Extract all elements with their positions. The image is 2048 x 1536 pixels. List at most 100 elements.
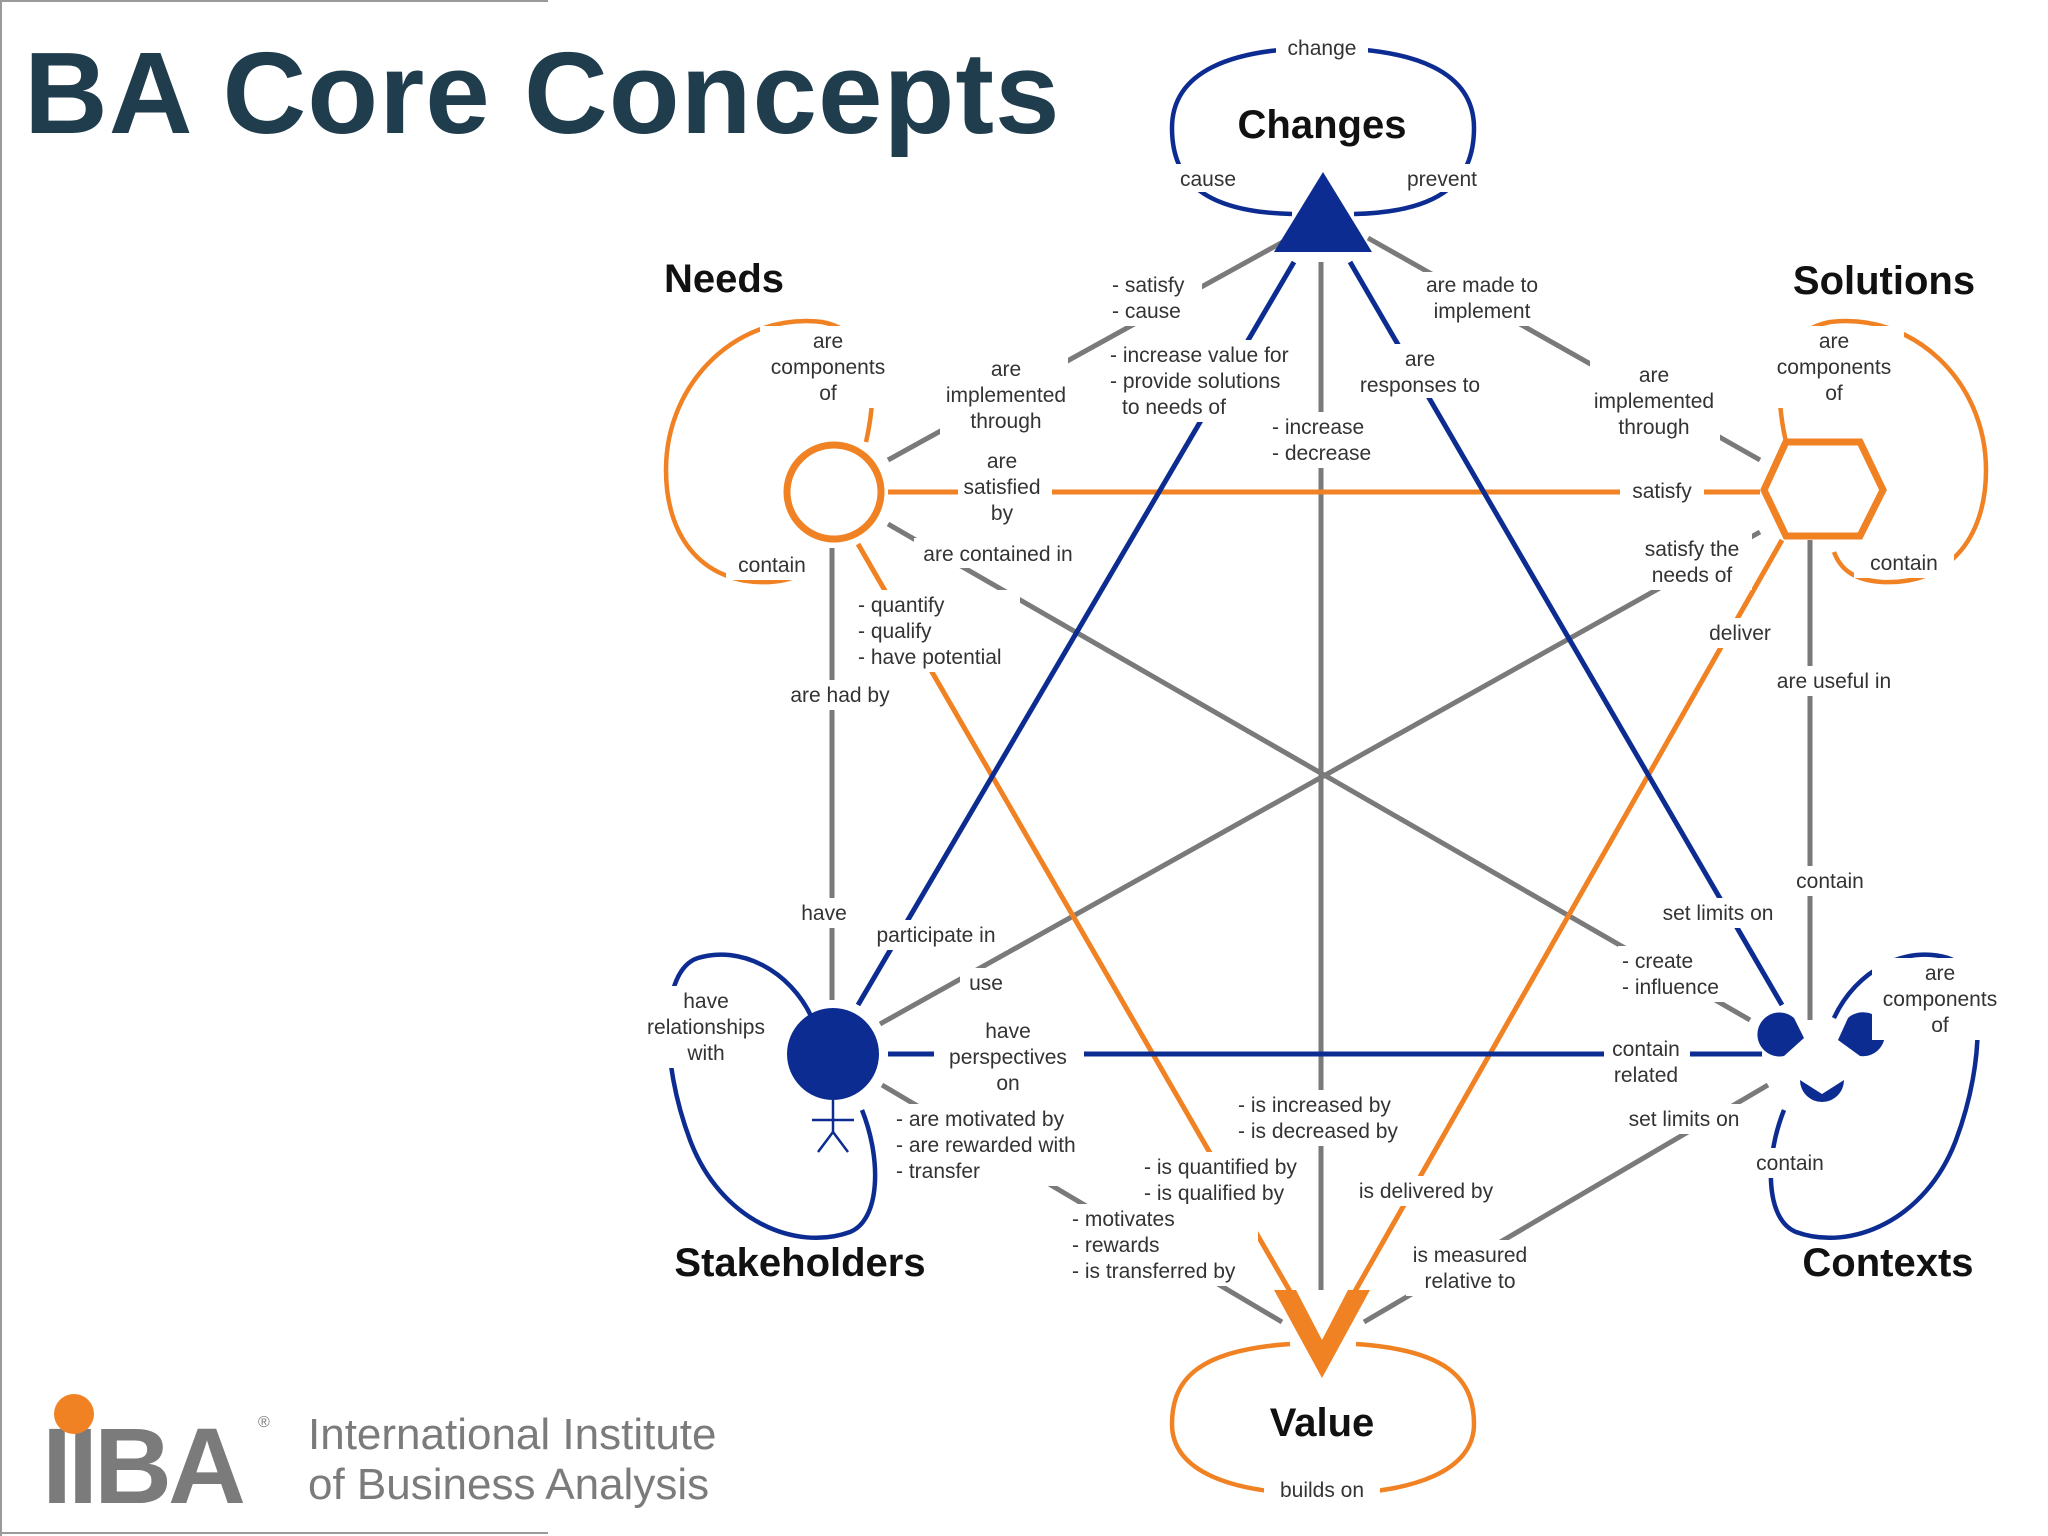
slide-frame-bottom [0, 1532, 548, 1534]
rel-stakeholders-changes: participate in [876, 924, 995, 947]
changes-loop-change: change [1288, 37, 1357, 60]
needs-label: Needs [664, 257, 784, 301]
rel-changes-solutions-2: implement [1434, 300, 1531, 323]
needs-loop-top-2: components [771, 356, 885, 379]
rel-solutions-stakeholders-2: needs of [1652, 564, 1733, 587]
rel-changes-needs-1: - satisfy [1112, 274, 1185, 297]
rel-stakeholders-contexts-2: perspectives [949, 1046, 1067, 1069]
rel-needs-stakeholders: are had by [790, 684, 890, 707]
rel-needs-contexts: are contained in [923, 543, 1072, 566]
iiba-name-line-1: International Institute [308, 1410, 717, 1459]
node-contexts: Contexts [1757, 1012, 1974, 1285]
rel-needs-changes-2: implemented [946, 384, 1066, 407]
iiba-name-line-2: of Business Analysis [308, 1460, 710, 1509]
rel-value-needs-1: - is quantified by [1144, 1156, 1297, 1179]
stakeholders-loop-3: with [686, 1042, 724, 1065]
rel-solutions-changes-2: implemented [1594, 390, 1714, 413]
contexts-loop-top-2: components [1883, 988, 1997, 1011]
rel-changes-contexts-1: are [1405, 348, 1435, 371]
rel-changes-stakeholders-3: to needs of [1122, 396, 1226, 419]
node-changes: Changes [1238, 103, 1407, 252]
rel-contexts-stakeholders-2: related [1614, 1064, 1678, 1087]
rel-changes-solutions-1: are made to [1426, 274, 1538, 297]
rel-changes-value-2: - decrease [1272, 442, 1371, 465]
rel-solutions-value: deliver [1709, 622, 1771, 645]
edge-solutions-stakeholders [878, 529, 1762, 1027]
needs-loop-top-3: of [819, 382, 837, 405]
rel-needs-value-3: - have potential [858, 646, 1002, 669]
rel-needs-changes-1: are [991, 358, 1021, 381]
stakeholder-leg-left [817, 1131, 834, 1153]
contexts-label: Contexts [1802, 1241, 1973, 1285]
contexts-pieces-icon [1757, 1012, 1885, 1102]
node-solutions: Solutions [1760, 259, 1975, 540]
rel-value-contexts-1: is measured [1413, 1244, 1527, 1267]
solutions-loop-top-3: of [1825, 382, 1843, 405]
node-needs: Needs [664, 257, 885, 543]
stakeholders-loop-2: relationships [647, 1016, 765, 1039]
rel-contexts-value: set limits on [1629, 1108, 1740, 1131]
changes-loop-cause: cause [1180, 168, 1236, 191]
needs-loop-contain: contain [738, 554, 806, 577]
rel-needs-solutions-3: by [991, 502, 1014, 525]
rel-value-stakeholders-2: - rewards [1072, 1234, 1160, 1257]
rel-changes-needs-2: - cause [1112, 300, 1181, 323]
rel-value-stakeholders-1: - motivates [1072, 1208, 1175, 1231]
rel-changes-value-1: - increase [1272, 416, 1364, 439]
v-shape-icon [1274, 1290, 1370, 1378]
rel-needs-solutions-2: satisfied [963, 476, 1040, 499]
rel-contexts-needs-1: - create [1622, 950, 1693, 973]
rel-solutions-stakeholders-1: satisfy the [1645, 538, 1740, 561]
circle-outline-icon [783, 441, 885, 543]
stakeholders-label: Stakeholders [674, 1241, 925, 1285]
value-loop-builds-on: builds on [1280, 1479, 1364, 1502]
node-stakeholders: Stakeholders [674, 1008, 926, 1285]
rel-changes-contexts-2: responses to [1360, 374, 1480, 397]
stakeholders-loop-1: have [683, 990, 729, 1013]
stakeholder-head [787, 1008, 879, 1100]
rel-needs-value-2: - qualify [858, 620, 932, 643]
slide-frame-left [0, 0, 2, 1536]
slide-title: BA Core Concepts [24, 28, 1061, 158]
rel-stakeholders-solutions: use [969, 972, 1003, 995]
relation-labels: change cause prevent builds on are compo… [634, 32, 2010, 1504]
rel-value-solutions: is delivered by [1359, 1180, 1494, 1203]
contexts-loop-top-1: are [1925, 962, 1955, 985]
slide-frame-top [0, 0, 548, 2]
stakeholder-figure-icon [787, 1008, 879, 1153]
node-value: Value [1270, 1290, 1375, 1445]
iiba-full-name: International Institute of Business Anal… [308, 1410, 716, 1510]
contexts-piece-left [1757, 1012, 1804, 1057]
rel-value-needs-2: - is qualified by [1144, 1182, 1285, 1205]
changes-loop-prevent: prevent [1407, 168, 1477, 191]
rel-solutions-contexts: are useful in [1777, 670, 1891, 693]
iiba-orange-dot-icon [54, 1394, 94, 1434]
registered-mark: ® [258, 1414, 270, 1431]
rel-solutions-needs: satisfy [1632, 480, 1692, 503]
rel-value-stakeholders-3: - is transferred by [1072, 1260, 1236, 1283]
contexts-loop-top-3: of [1931, 1014, 1949, 1037]
rel-value-contexts-2: relative to [1424, 1270, 1515, 1293]
rel-contexts-stakeholders-1: contain [1612, 1038, 1680, 1061]
rel-needs-value-1: - quantify [858, 594, 945, 617]
rel-stakeholders-needs: have [801, 902, 847, 925]
rel-stakeholders-value-3: - transfer [896, 1160, 980, 1183]
rel-changes-stakeholders-1: - increase value for [1110, 344, 1289, 367]
solutions-loop-top-2: components [1777, 356, 1891, 379]
edge-needs-contexts [886, 521, 1752, 1023]
solutions-loop-top-1: are [1819, 330, 1849, 353]
changes-label: Changes [1238, 103, 1407, 147]
rel-contexts-solutions: contain [1796, 870, 1864, 893]
rel-needs-solutions-1: are [987, 450, 1017, 473]
rel-needs-changes-3: through [970, 410, 1041, 433]
contexts-piece-bottom [1800, 1080, 1844, 1102]
rel-solutions-changes-3: through [1618, 416, 1689, 439]
loop-stakeholders [666, 952, 878, 1241]
rel-solutions-changes-1: are [1639, 364, 1669, 387]
solutions-label: Solutions [1793, 259, 1975, 303]
value-label: Value [1270, 1401, 1375, 1445]
rel-value-changes-1: - is increased by [1238, 1094, 1391, 1117]
hexagon-icon [1760, 438, 1887, 540]
rel-stakeholders-contexts-1: have [985, 1020, 1031, 1043]
